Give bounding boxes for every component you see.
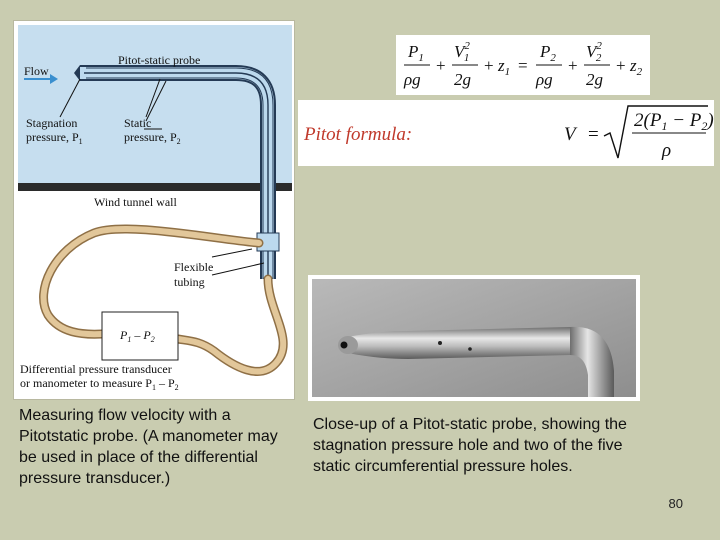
pitot-formula-label: Pitot formula: [303,124,412,145]
pitot-denominator: ρ [661,140,671,161]
bernoulli-equals: = [518,56,528,75]
page-number: 80 [668,496,683,511]
transducer-label-line2: or manometer to measure P1 – P2 [20,376,179,392]
radical-sign [603,105,708,159]
pitot-probe-diagram: Pitot-static probe Flow Stagnation press… [13,20,295,400]
probe-bend [570,326,614,397]
bernoulli-plus1: + [436,56,446,75]
bernoulli-plus4: + [616,56,626,75]
transducer-box-label: P1 – P2 [119,328,155,344]
bernoulli-plus3: + [568,56,578,75]
pitot-equals: = [588,124,599,145]
pitot-numerator: 2(P1 − P2) [634,110,714,133]
stagnation-hole [340,341,348,349]
flow-label: Flow [24,64,49,78]
flexible-label-line1: Flexible [174,260,213,274]
static-hole [468,347,472,351]
probe-tube [348,327,570,359]
bernoulli-den3: ρg [535,70,553,89]
static-label-line2: pressure, P2 [124,130,181,146]
bernoulli-den2: 2g [454,70,471,89]
flexible-label-line2: tubing [174,275,205,289]
bernoulli-z2: z2 [629,56,643,78]
stagnation-label-line1: Stagnation [26,116,77,130]
stagnation-label-line2: pressure, P1 [26,130,83,146]
probe-photo [308,275,640,401]
bernoulli-plus2: + [484,56,494,75]
leader-lines [59,78,265,276]
bernoulli-den1: ρg [403,70,421,89]
bernoulli-p1: P1 [407,42,424,64]
static-label-line1: Static [124,116,151,130]
left-caption: Measuring flow velocity with a Pitotstat… [19,407,278,487]
flexible-tubing [39,224,288,376]
pitot-static-probe [80,65,276,279]
transducer-box [101,311,179,361]
bernoulli-den4: 2g [586,70,603,89]
pitot-probe-diagram-drawing: Pitot-static probe Flow Stagnation press… [18,25,292,392]
probe-label: Pitot-static probe [118,53,200,67]
flow-arrow [24,74,58,84]
static-hole [438,341,442,345]
probe-photo-drawing [312,279,636,397]
pitot-formula: Pitot formula: V = 2(P1 − P2) ρ [298,100,714,166]
probe-nose [74,65,80,81]
probe-tip [338,336,358,354]
bernoulli-z1: z1 [497,56,510,78]
right-caption: Close-up of a Pitot-static probe, showin… [313,416,627,475]
bernoulli-p2: P2 [539,42,556,64]
transducer-label-line1: Differential pressure transducer [20,362,172,376]
wind-tunnel-wall [18,183,292,191]
wall-label: Wind tunnel wall [94,195,178,209]
pitot-formula-drawing: Pitot formula: V = 2(P1 − P2) ρ [303,105,714,161]
pitot-lhs: V [564,124,578,145]
